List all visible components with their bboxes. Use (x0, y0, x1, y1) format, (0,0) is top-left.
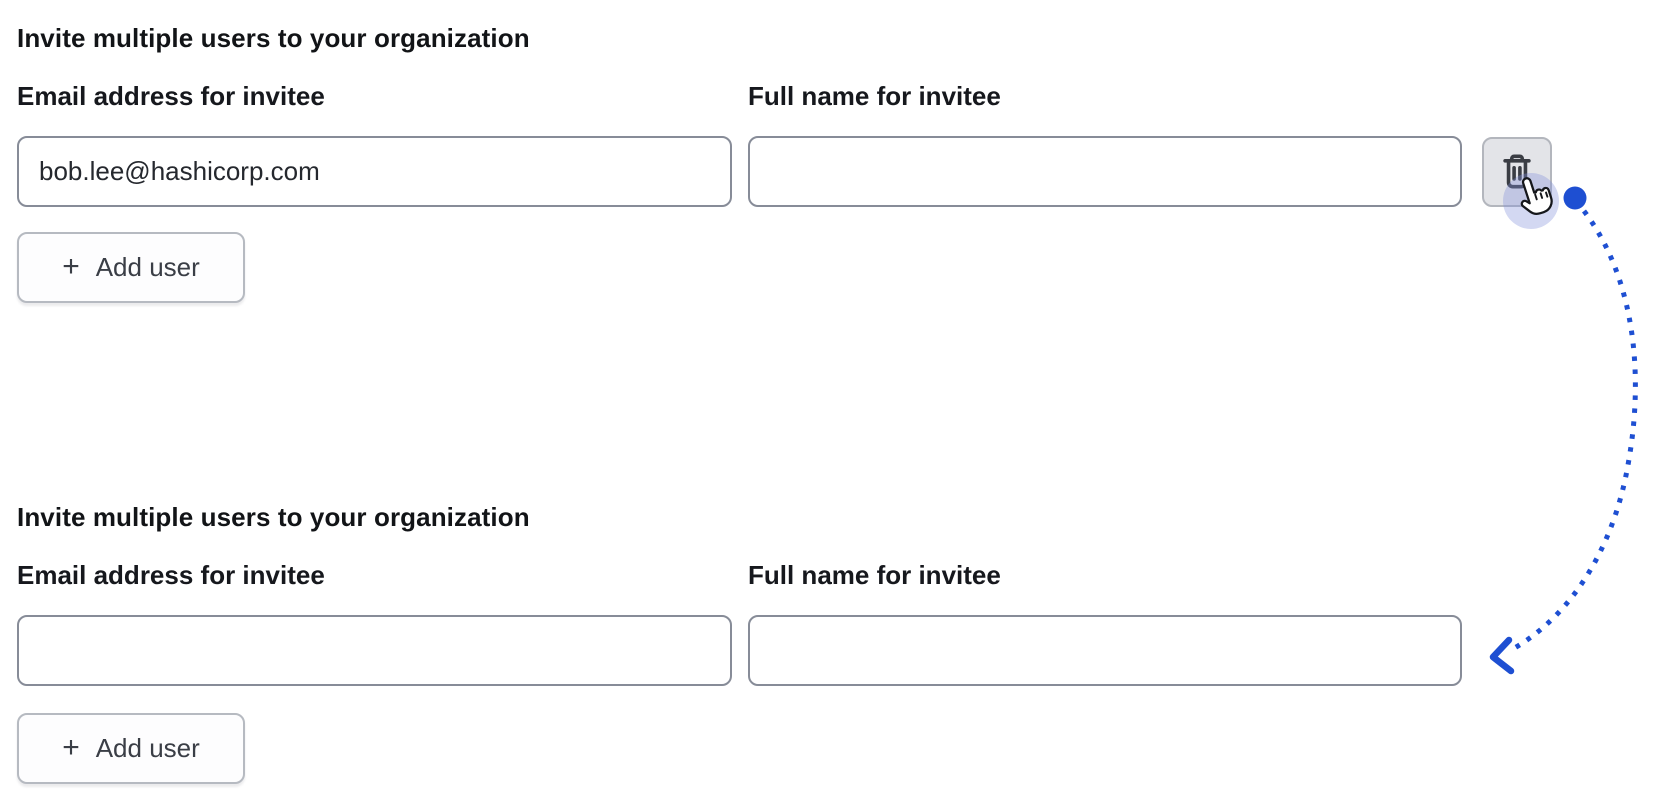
form1-email-input[interactable] (17, 136, 732, 207)
plus-icon: + (62, 730, 80, 764)
form2-name-label: Full name for invitee (748, 560, 1001, 590)
add-user-label: Add user (95, 733, 200, 763)
add-user-button-form1[interactable]: + Add user (17, 232, 245, 303)
plus-icon: + (62, 249, 80, 283)
form1-title: Invite multiple users to your organizati… (17, 23, 530, 53)
trash-icon (1500, 154, 1534, 190)
add-user-button-form2[interactable]: + Add user (17, 713, 245, 784)
form2-title: Invite multiple users to your organizati… (17, 502, 530, 532)
form1-name-label: Full name for invitee (748, 81, 1001, 111)
form1-name-input[interactable] (748, 136, 1462, 207)
add-user-label: Add user (95, 252, 200, 282)
arrowhead (1489, 636, 1515, 675)
form2-name-input[interactable] (748, 615, 1462, 686)
arrow-start-dot (1563, 186, 1587, 210)
form1-email-label: Email address for invitee (17, 81, 325, 111)
dotted-arrow-path (1509, 209, 1638, 653)
delete-row-button[interactable] (1482, 137, 1552, 207)
form2-email-label: Email address for invitee (17, 560, 325, 590)
form2-email-input[interactable] (17, 615, 732, 686)
